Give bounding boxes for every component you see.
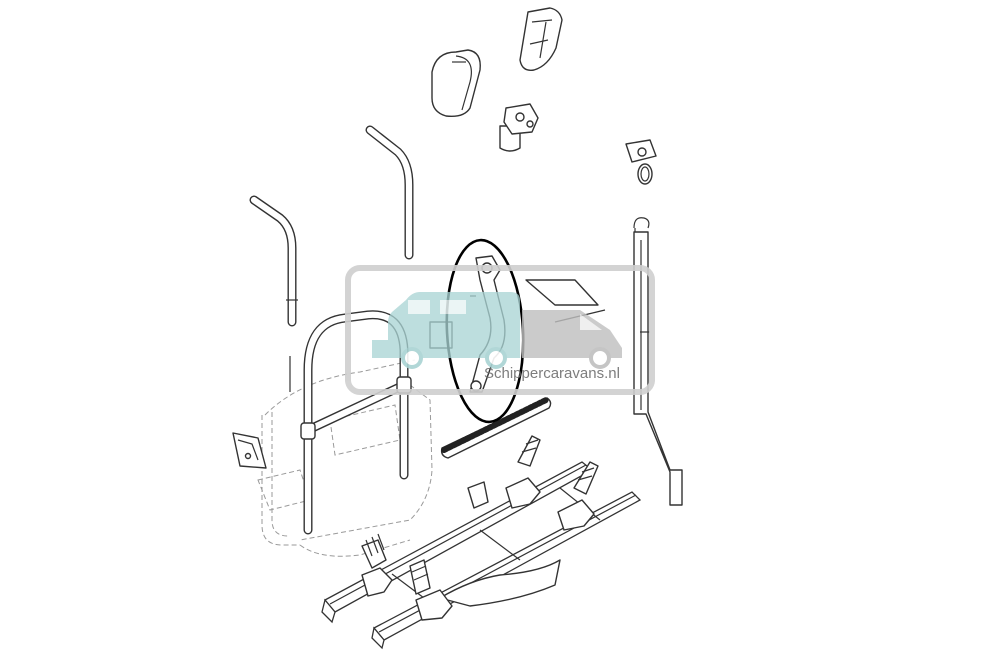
clamp-cover-right: [519, 7, 563, 71]
watermark-truck: [522, 310, 622, 358]
wheel-holder-4: [557, 461, 599, 531]
upright-tube-left: [249, 195, 298, 327]
watermark-frame: [345, 265, 655, 395]
wheel-holder-2: [467, 435, 541, 509]
rubber-strip: [440, 397, 552, 459]
locking-rod: [633, 217, 683, 506]
clamp-cover-left: [431, 49, 481, 118]
strap-buckle: [499, 103, 539, 152]
wheel-holder-1: [361, 533, 393, 597]
upright-tube-right: [365, 125, 414, 260]
wall-bracket: [232, 432, 267, 469]
lock-with-ring: [625, 139, 657, 185]
wheel-rails: [321, 435, 642, 650]
watermark: Schippercaravans.nl: [345, 265, 655, 395]
wheel-holder-3: [409, 559, 453, 621]
watermark-text: Schippercaravans.nl: [484, 365, 620, 382]
